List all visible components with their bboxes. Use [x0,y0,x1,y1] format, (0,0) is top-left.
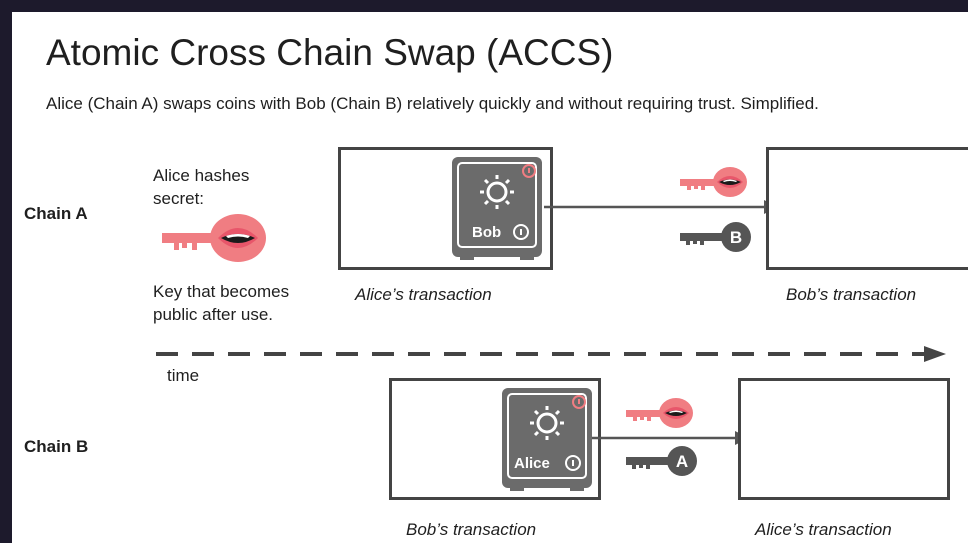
secret-key-small-icon [680,167,747,197]
safe-label: Alice [514,455,550,472]
chain-b-right-caption: Alice’s transaction [755,520,892,539]
lips-icon [218,228,258,248]
time-arrow [156,346,946,362]
chain-b-alice-transaction-box [738,378,950,500]
keyhole-icon [513,224,529,240]
page-title: Atomic Cross Chain Swap (ACCS) [46,32,614,73]
red-keyhole-icon [522,164,536,178]
time-label: time [167,366,200,385]
chain-a-bob-transaction-box [766,147,968,270]
keyhole-icon [565,455,581,471]
key-letter: B [730,228,742,247]
sun-dial-icon [480,175,514,209]
alice-key-icon: A [626,446,697,476]
chain-b-left-caption: Bob’s transaction [406,520,537,539]
key-note: Key that becomes public after use. [153,282,290,324]
secret-key-icon [162,214,266,262]
bob-key-icon: B [680,222,751,252]
chain-a-label: Chain A [24,204,88,223]
chain-a-right-caption: Bob’s transaction [786,285,917,304]
sun-dial-icon [530,406,564,440]
chain-a-left-caption: Alice’s transaction [355,285,492,304]
hash-note: Alice hashes secret: [153,166,250,208]
key-letter: A [676,452,688,471]
page-subtitle: Alice (Chain A) swaps coins with Bob (Ch… [46,94,819,113]
alice-safe-icon: Alice [502,388,592,491]
chain-b-label: Chain B [24,437,89,456]
secret-key-small-icon [626,398,693,428]
slide: Atomic Cross Chain Swap (ACCS) Alice (Ch… [12,12,968,543]
safe-label: Bob [472,224,501,241]
bob-safe-icon: Bob [452,157,542,260]
red-keyhole-icon [572,395,586,409]
